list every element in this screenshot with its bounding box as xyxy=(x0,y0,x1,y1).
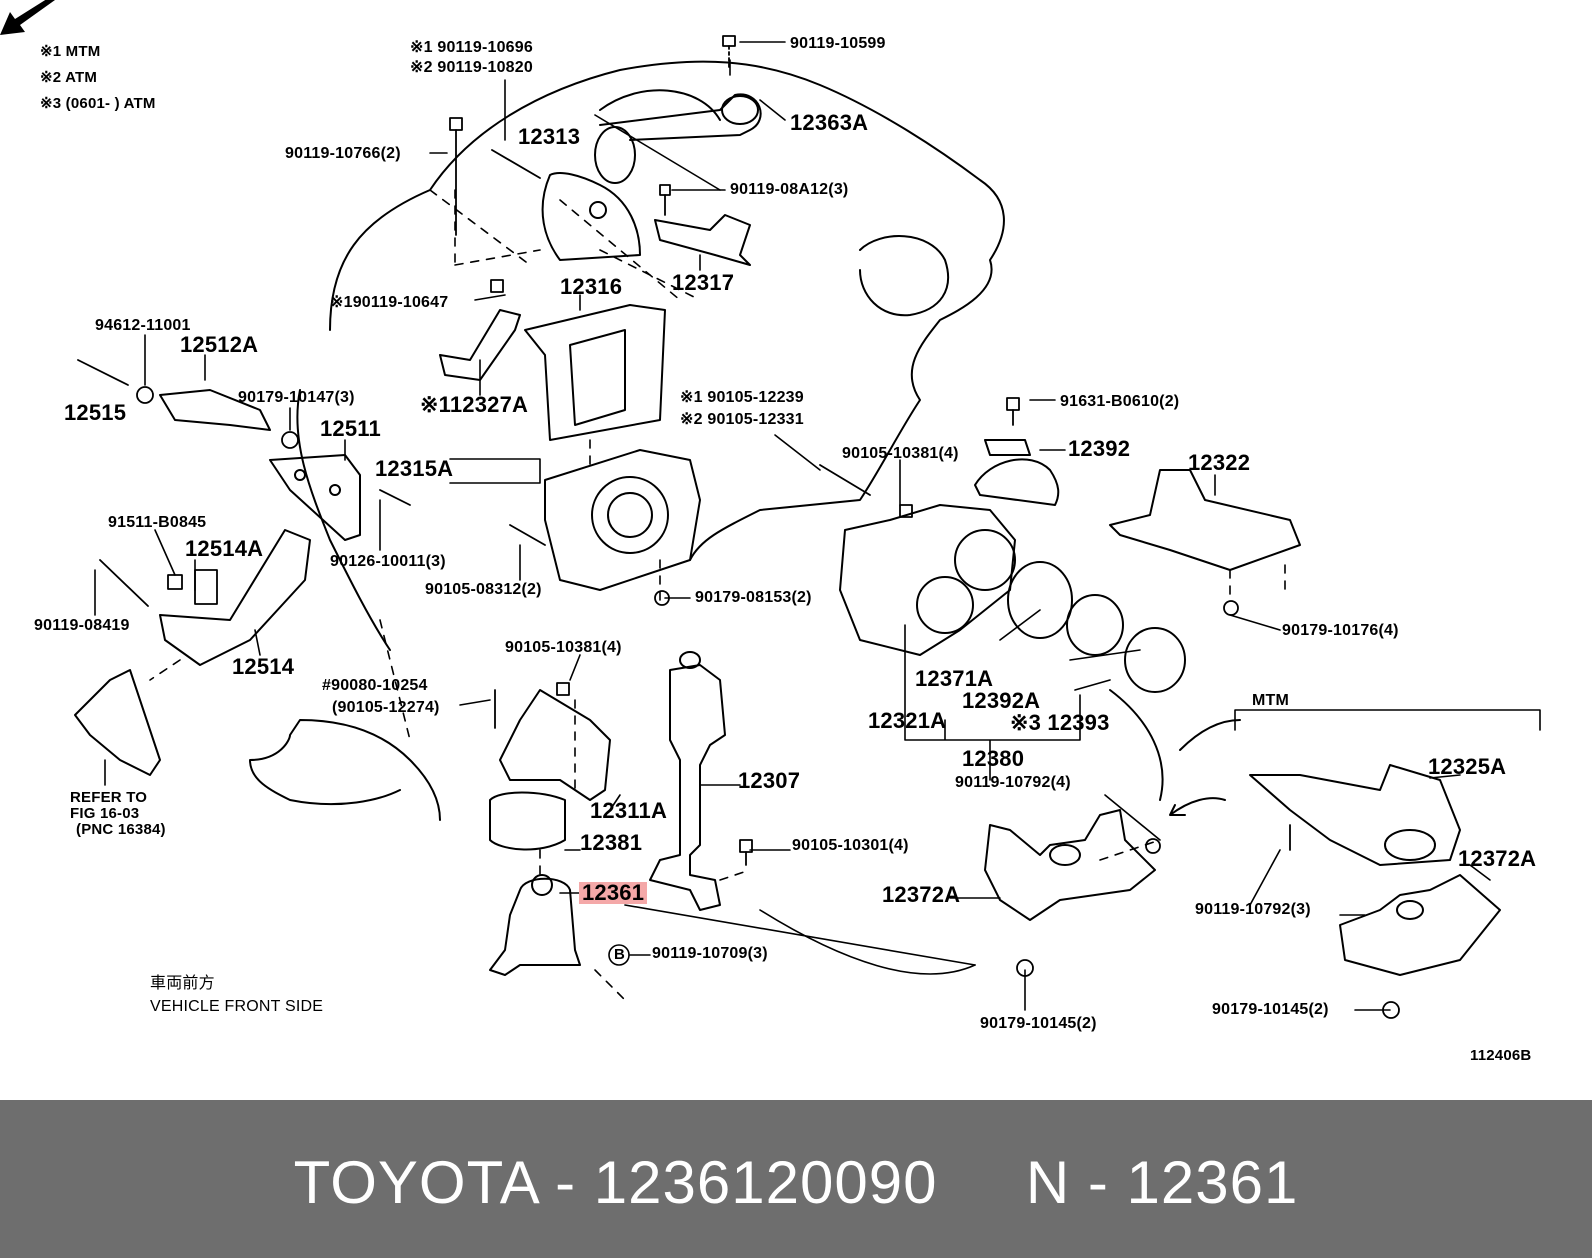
bracket-12363A xyxy=(599,93,762,141)
part-label: 90119-10792(3) xyxy=(1195,901,1311,918)
part-label: 90179-10145(2) xyxy=(980,1015,1097,1032)
part-label: 12515 xyxy=(64,400,127,425)
part-label: 94612-11001 xyxy=(95,317,191,334)
part-label: 12315A xyxy=(375,456,454,481)
part-label: 12321A xyxy=(868,708,947,733)
part-label: 91511-B0845 xyxy=(108,514,207,531)
footer-part-number: TOYOTA - 1236120090 N - 12361 xyxy=(293,1149,1299,1216)
part-label: 90105-10381(4) xyxy=(842,445,959,462)
legend-note-2: ※2 ATM xyxy=(40,69,98,86)
part-label: 12514 xyxy=(232,654,295,679)
vehicle-front-label: VEHICLE FRONT SIDE xyxy=(150,998,324,1015)
part-label: 12363A xyxy=(790,110,869,135)
legend-note-1: ※1 MTM xyxy=(40,43,101,60)
housing-12315A xyxy=(544,449,701,591)
part-label: ※190119-10647 xyxy=(330,294,449,311)
bracket-12511 xyxy=(269,454,361,541)
engine-outline xyxy=(329,60,1005,561)
part-label: 12372A xyxy=(882,882,961,907)
part-label: 90179-10147(3) xyxy=(238,389,355,406)
part-label: ※2 90105-12331 xyxy=(680,411,804,428)
vehicle-outline xyxy=(249,719,441,821)
crossmember-12322 xyxy=(1109,469,1301,571)
part-label: 90119-10766(2) xyxy=(285,145,401,162)
part-label: 90126-10011(3) xyxy=(330,553,446,570)
bracket-12327A xyxy=(439,309,521,381)
legend-note-3: ※3 (0601- ) ATM xyxy=(40,95,156,112)
part-label: ※1 90105-12239 xyxy=(680,389,804,406)
circle-b xyxy=(608,944,630,966)
part-label: 12511 xyxy=(320,416,381,441)
part-label: ※3 12393 xyxy=(1010,710,1110,735)
part-label: #90080-10254 xyxy=(322,677,428,694)
part-label: 90119-08A12(3) xyxy=(730,181,849,198)
part-label: 12322 xyxy=(1188,450,1251,475)
part-label: 90105-08312(2) xyxy=(425,581,542,598)
bracket-12514 xyxy=(159,529,311,666)
frame-12316 xyxy=(524,304,666,441)
cover-12392 xyxy=(974,458,1060,506)
transmission-outline xyxy=(1109,689,1164,801)
part-label: 90119-10792(4) xyxy=(955,774,1071,791)
figure-number: 112406B xyxy=(1470,1047,1532,1064)
damper-12307 xyxy=(649,664,726,911)
part-label: 12311A xyxy=(590,798,668,823)
highlighted-part-label: 12361 xyxy=(579,882,648,904)
plate-12325A xyxy=(1249,764,1461,866)
part-label: 12313 xyxy=(518,124,581,149)
engine-lobe-2 xyxy=(599,89,721,121)
bracket-12311A xyxy=(499,689,611,801)
engine-lower-outline xyxy=(296,389,391,651)
part-label: 90119-10599 xyxy=(790,35,886,52)
part-label: 12371A xyxy=(915,666,994,691)
bolts xyxy=(77,35,1400,1019)
bracket-12512A xyxy=(159,389,271,431)
circle-b-label: B xyxy=(614,946,626,963)
part-label: ※1 90119-10696 xyxy=(410,39,533,56)
parts-diagram: ※1 MTM ※2 ATM ※3 (0601- ) ATM ※1 90119-1… xyxy=(0,0,1541,1064)
part-label: 12380 xyxy=(962,746,1025,771)
part-label: 90105-10381(4) xyxy=(505,639,622,656)
part-label: FIG 16-03 xyxy=(70,805,140,822)
part-label: 12381 xyxy=(580,830,643,855)
part-label: 90179-08153(2) xyxy=(695,589,812,606)
part-label: 12325A xyxy=(1428,754,1507,779)
part-label: 12316 xyxy=(560,274,623,299)
part-label: 90119-08419 xyxy=(34,617,130,634)
support-12372A-right xyxy=(1339,874,1501,976)
part-label: 91631-B0610(2) xyxy=(1060,393,1180,410)
part-label: 90105-10301(4) xyxy=(792,837,909,854)
bracket-12313 xyxy=(541,172,641,261)
part-label: 12372A xyxy=(1458,846,1537,871)
part-label: 12392 xyxy=(1068,436,1131,461)
brackets xyxy=(74,93,1501,976)
part-label: 90119-10709(3) xyxy=(652,945,768,962)
rear-housing-12321A xyxy=(839,504,1016,656)
insulator-12381 xyxy=(489,791,566,851)
part-label: 90179-10145(2) xyxy=(1212,1001,1329,1018)
front-arrow-icon xyxy=(0,0,55,35)
part-label: 12317 xyxy=(672,270,735,295)
diagram-drawing xyxy=(74,35,1541,1019)
engine-lobe xyxy=(859,235,950,317)
guide-lines xyxy=(149,189,1286,1001)
part-label: 90179-10176(4) xyxy=(1282,622,1399,639)
footer-bar: TOYOTA - 1236120090 N - 12361 xyxy=(0,1100,1592,1258)
bracket-ref xyxy=(74,669,161,776)
mtm-arrow xyxy=(1169,797,1226,816)
insulator-12361 xyxy=(489,877,581,976)
part-label: 12392A xyxy=(962,688,1041,713)
part-label: ※112327A xyxy=(420,392,529,417)
part-label: (90105-12274) xyxy=(332,699,440,716)
vehicle-front-label-jp: 車両前方 xyxy=(150,975,215,992)
support-12372A-left xyxy=(984,809,1156,921)
part-label: (PNC 16384) xyxy=(76,821,166,838)
part-label: ※2 90119-10820 xyxy=(410,59,533,76)
part-label: 12307 xyxy=(738,768,801,793)
part-label: REFER TO xyxy=(70,789,148,806)
bracket-12317 xyxy=(654,214,751,266)
part-label: 12514A xyxy=(185,536,264,561)
part-label: 12512A xyxy=(180,332,259,357)
part-label: MTM xyxy=(1252,692,1290,709)
